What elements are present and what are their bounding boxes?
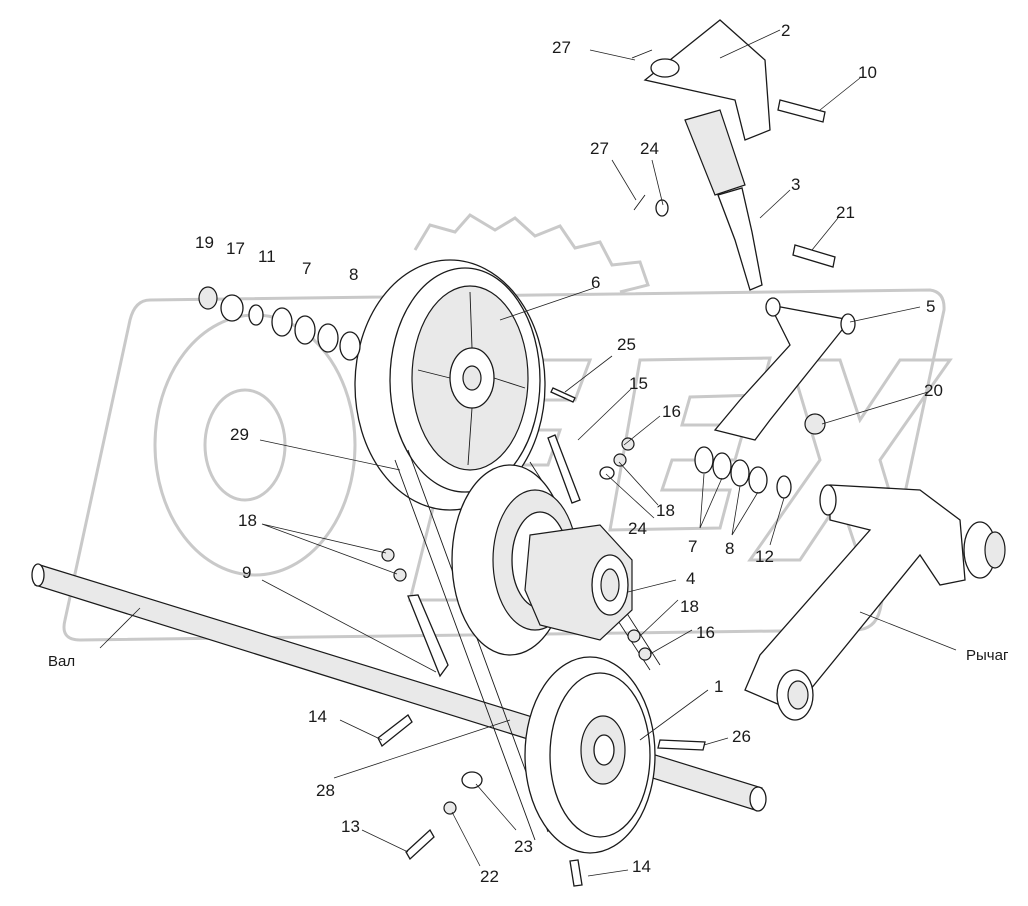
- large-pulley: [354, 259, 546, 511]
- callout-26: 26: [732, 727, 751, 746]
- callout-24: 24: [640, 139, 659, 158]
- callout-7: 7: [302, 259, 311, 278]
- callout-15: 15: [629, 374, 648, 393]
- part-name-labels: Вал Рычаг: [48, 647, 1009, 670]
- callout-12: 12: [755, 547, 774, 566]
- callout-4: 4: [686, 569, 695, 588]
- bracket: [713, 297, 856, 441]
- pins-and-bolts: [377, 49, 836, 887]
- callout-14: 14: [632, 857, 651, 876]
- callout-6: 6: [591, 273, 600, 292]
- callout-16: 16: [662, 402, 681, 421]
- callout-28: 28: [316, 781, 335, 800]
- callout-25: 25: [617, 335, 636, 354]
- callout-17: 17: [226, 239, 245, 258]
- callout-27: 27: [590, 139, 609, 158]
- callout-2: 2: [781, 21, 790, 40]
- leader-lines: [99, 29, 957, 877]
- callout-10: 10: [858, 63, 877, 82]
- callout-27: 27: [552, 38, 571, 57]
- callout-18: 18: [656, 501, 675, 520]
- callout-22: 22: [480, 867, 499, 886]
- small-pulley: [524, 656, 656, 854]
- washers-and-nuts: [198, 199, 826, 815]
- lever: [744, 484, 1006, 721]
- callout-21: 21: [836, 203, 855, 222]
- callout-24: 24: [628, 519, 647, 538]
- callout-9: 9: [242, 563, 251, 582]
- callout-20: 20: [924, 381, 943, 400]
- linear-actuator: [643, 19, 771, 291]
- callout-labels: 2 10 27 27 24 3 21 19 17 11 7 8 6 5 25 1…: [195, 21, 943, 886]
- callout-29: 29: [230, 425, 249, 444]
- callout-18: 18: [238, 511, 257, 530]
- callout-8: 8: [349, 265, 358, 284]
- lever-label: Рычаг: [966, 647, 1009, 664]
- callout-18: 18: [680, 597, 699, 616]
- callout-13: 13: [341, 817, 360, 836]
- callout-8: 8: [725, 539, 734, 558]
- callout-3: 3: [791, 175, 800, 194]
- callout-23: 23: [514, 837, 533, 856]
- shaft: [31, 563, 767, 812]
- callout-11: 11: [258, 247, 276, 266]
- callout-19: 19: [195, 233, 214, 252]
- callout-16: 16: [696, 623, 715, 642]
- callout-14: 14: [308, 707, 327, 726]
- shaft-label: Вал: [48, 653, 75, 670]
- bearing-housing: [524, 524, 633, 641]
- callout-5: 5: [926, 297, 935, 316]
- callout-1: 1: [714, 677, 723, 696]
- callout-7: 7: [688, 537, 697, 556]
